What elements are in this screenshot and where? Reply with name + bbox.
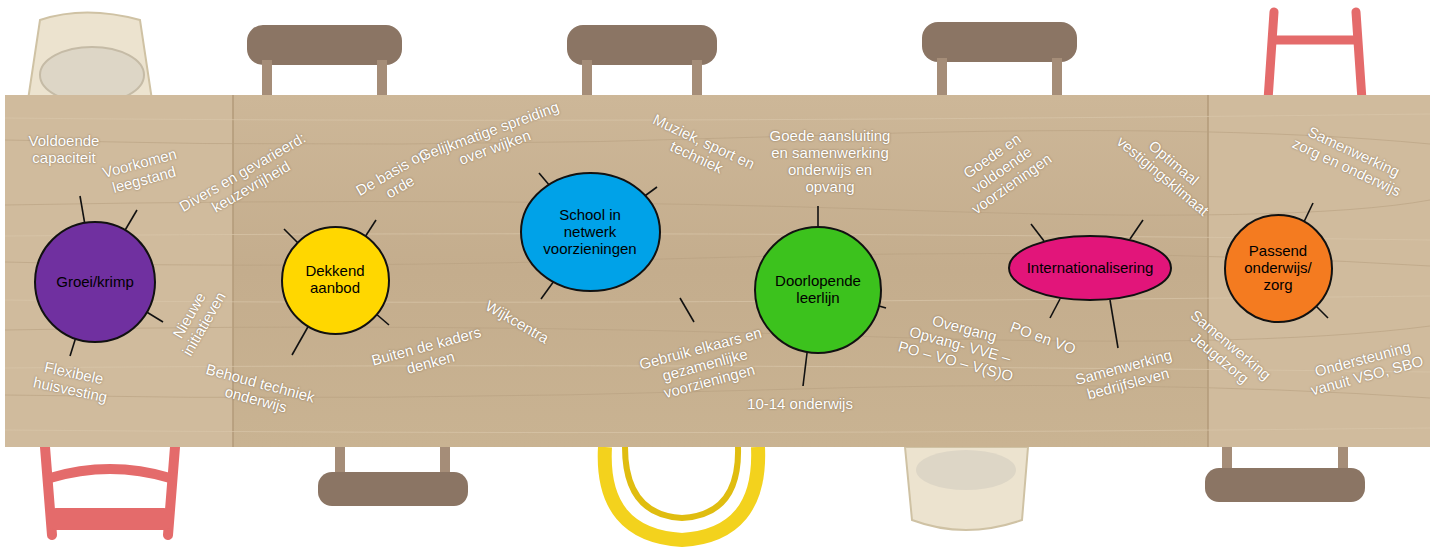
chair — [1205, 447, 1365, 502]
chair — [318, 447, 468, 506]
chair-part — [916, 450, 1016, 490]
chair-part — [567, 25, 717, 65]
chair-part — [692, 60, 702, 100]
leader-lines-part — [80, 196, 85, 225]
chair-part — [625, 447, 738, 518]
theme-circle: Groei/krimp — [34, 221, 156, 343]
theme-text: Dekkend aanbod — [295, 263, 375, 297]
theme-circle: Doorlopende leerlijn — [754, 226, 882, 354]
theme-title: Passend onderwijs/ zorg — [1238, 243, 1318, 293]
theme-circle: School in netwerk voorzieningen — [520, 172, 661, 292]
theme-title: Dekkend aanbod — [295, 263, 375, 297]
theme-circle: Internationalisering — [1008, 235, 1172, 301]
leader-lines-part — [1050, 299, 1060, 318]
chair-part — [937, 58, 947, 98]
theme-circle-fill — [35, 222, 155, 342]
theme-title: School in netwerk voorzieningen — [538, 207, 642, 257]
chair-part — [905, 447, 1028, 530]
chair — [1268, 12, 1362, 100]
chair — [28, 13, 152, 104]
theme-circle-fill — [282, 227, 389, 334]
chair — [567, 25, 717, 100]
leader-lines-part — [1110, 300, 1118, 348]
leader-lines-part — [284, 229, 298, 243]
chair-part — [1205, 468, 1365, 502]
theme-circle-fill — [755, 227, 881, 353]
chair-part — [40, 47, 144, 103]
chair-part — [1274, 36, 1356, 45]
chair — [905, 447, 1028, 530]
theme-aspect: Voldoende capaciteit — [19, 133, 109, 167]
chair-part — [605, 447, 758, 540]
leader-lines-part — [124, 210, 137, 232]
theme-circle-fill — [1009, 236, 1171, 300]
table-top-part — [233, 95, 1208, 447]
theme-aspect: 10-14 onderwijs — [735, 396, 865, 413]
leader-lines-part — [70, 337, 76, 356]
theme-text: Internationalisering — [1027, 260, 1154, 277]
table-top-part — [5, 95, 1430, 447]
theme-text: School in netwerk voorzieningen — [538, 207, 642, 257]
chair-part — [377, 60, 387, 100]
theme-text: Doorlopende leerlijn — [771, 273, 865, 307]
chair-part — [48, 508, 172, 530]
chair-part — [922, 22, 1077, 62]
leader-lines-part — [541, 281, 554, 299]
leader-lines-part — [375, 313, 389, 325]
leader-lines-part — [680, 298, 694, 322]
theme-title: Internationalisering — [1027, 260, 1154, 277]
chair — [45, 447, 175, 535]
table-top-part — [5, 95, 233, 447]
chair-part — [50, 469, 170, 478]
theme-title: Doorlopende leerlijn — [771, 273, 865, 307]
chair-part — [247, 25, 402, 65]
table-top — [5, 95, 1430, 447]
leader-lines-part — [365, 220, 376, 237]
theme-circle: Dekkend aanbod — [281, 226, 390, 335]
theme-text: Passend onderwijs/ zorg — [1238, 243, 1318, 293]
leader-lines-part — [292, 325, 309, 355]
leader-lines-part — [1031, 224, 1044, 241]
chair — [247, 25, 402, 100]
chair-part — [582, 60, 592, 100]
theme-circle-fill — [521, 173, 660, 291]
chair-part — [318, 472, 468, 506]
chair — [605, 447, 758, 540]
chair-part — [1268, 12, 1362, 100]
theme-circle-fill — [1225, 215, 1332, 322]
theme-aspect: Goede aansluiting en samenwerking onderw… — [765, 128, 895, 195]
chair-part — [1052, 58, 1062, 98]
chair-part — [262, 60, 272, 100]
theme-title: Groei/krimp — [50, 274, 140, 291]
leader-lines-part — [1130, 220, 1143, 239]
theme-text: Groei/krimp — [50, 274, 140, 291]
chair — [922, 22, 1077, 98]
chair-part — [45, 447, 175, 535]
theme-circle: Passend onderwijs/ zorg — [1224, 214, 1333, 323]
